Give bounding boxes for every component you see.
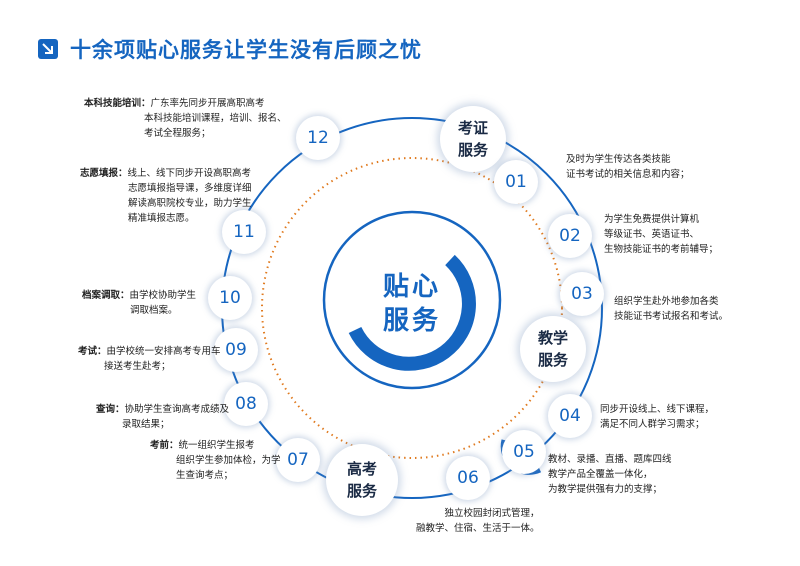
node-03: 03 — [560, 272, 604, 316]
node-12: 12 — [296, 116, 340, 160]
note-09: 考试：由学校统一安排高考专用车 接送考生赴考； — [78, 346, 221, 372]
note-04: 同步开设线上、线下课程， 满足不同人群学习需求； — [600, 404, 715, 430]
note-06: 独立校园封闭式管理， 融教学、住宿、生活于一体。 — [416, 508, 540, 534]
note-11: 志愿填报：线上、线下同步开设高职高考 志愿填报指导课，多维度详细 解读高职院校专… — [80, 168, 252, 224]
note-01: 及时为学生传达各类技能 证书考试的相关信息和内容； — [566, 154, 690, 180]
page-title: 十余项贴心服务让学生没有后顾之忧 — [70, 38, 422, 62]
gaokao-service: 高考 服务 — [326, 444, 398, 516]
note-03: 组织学生赴外地参加各类 技能证书考试报名和考试。 — [614, 296, 729, 322]
node-09: 09 — [214, 328, 258, 372]
node-08: 08 — [224, 382, 268, 426]
node-02: 02 — [548, 214, 592, 258]
note-10: 档案调取：由学校协助学生 调取档案。 — [82, 290, 197, 316]
note-08: 查询：协助学生查询高考成绩及 录取结果； — [96, 404, 230, 430]
node-11: 11 — [222, 210, 266, 254]
exam-cert-service: 考证 服务 — [440, 106, 506, 172]
center-line1: 贴心 — [382, 272, 441, 302]
header: 十余项贴心服务让学生没有后顾之忧 — [38, 34, 422, 64]
note-02: 为学生免费提供计算机 等级证书、英语证书、 生物技能证书的考前辅导； — [604, 214, 719, 255]
node-05: 05 — [502, 430, 546, 474]
note-12: 本科技能培训：广东率先同步开展高职高考 本科技能培训课程，培训、报名、 考试全程… — [84, 98, 287, 139]
node-04: 04 — [548, 394, 592, 438]
arrow-down-right-icon — [38, 39, 58, 59]
center-line2: 服务 — [382, 306, 441, 336]
node-01: 01 — [494, 160, 538, 204]
note-05: 教材、录播、直播、题库四线 教学产品全覆盖一体化， 为教学提供强有力的支撑； — [548, 454, 672, 495]
node-06: 06 — [446, 456, 490, 500]
node-07: 07 — [276, 438, 320, 482]
note-07: 考前：统一组织学生报考 组织学生参加体检，为学 生查询考点； — [150, 440, 281, 481]
node-10: 10 — [208, 276, 252, 320]
teaching-service: 教学 服务 — [520, 316, 586, 382]
center-title: 贴心 服务 — [372, 270, 452, 338]
